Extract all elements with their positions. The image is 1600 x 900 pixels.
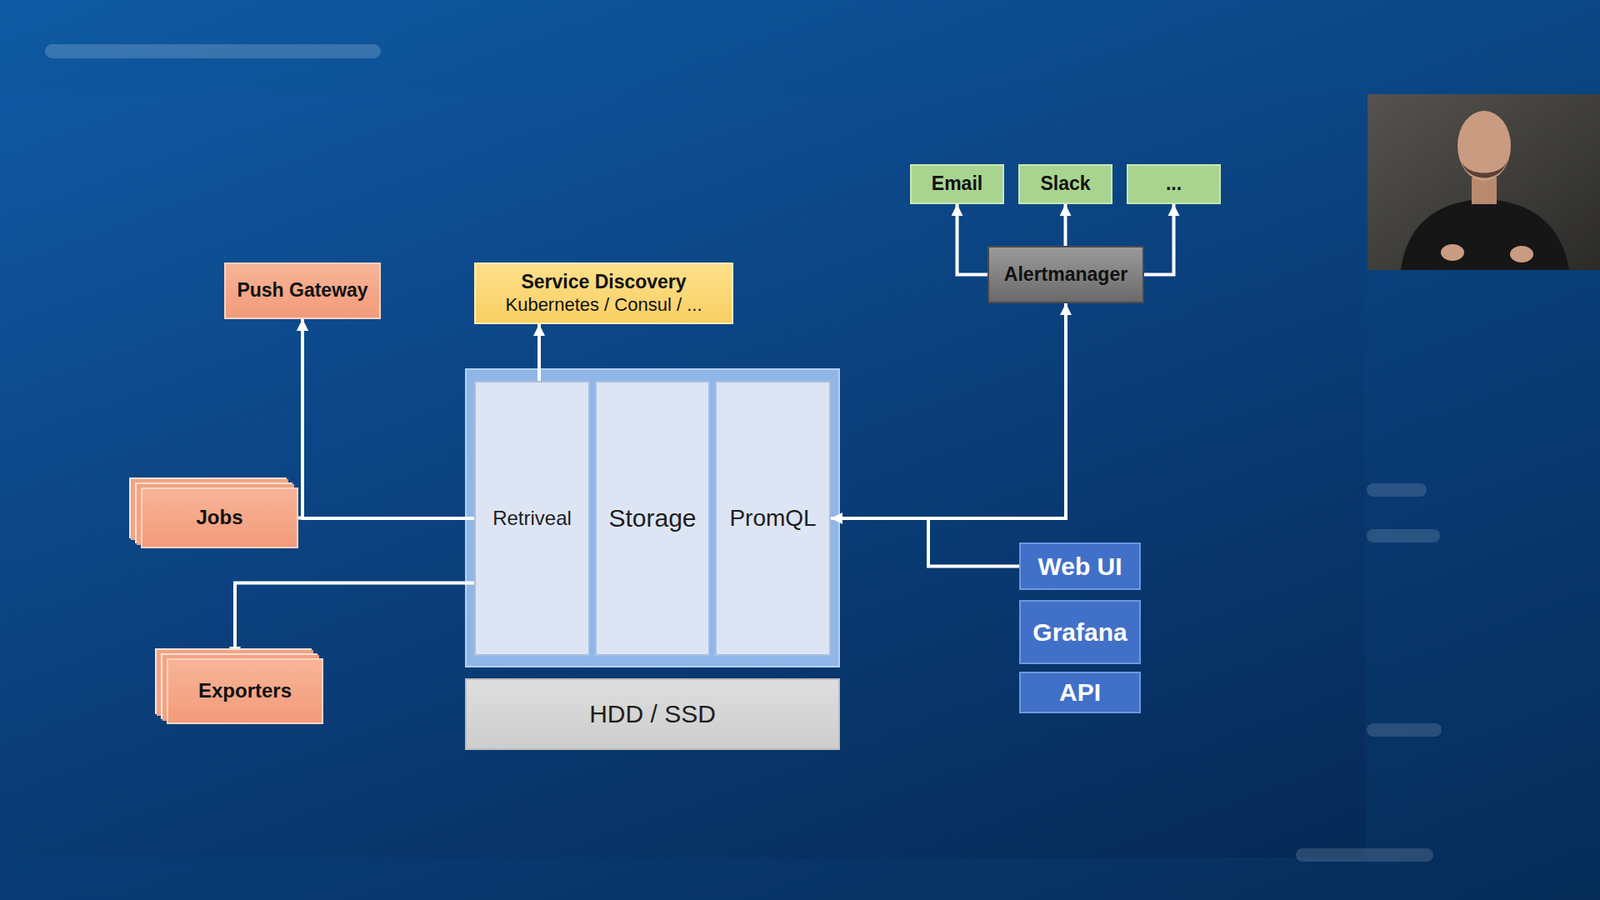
presenter-neck <box>1471 177 1497 205</box>
discovery-box: Service DiscoveryKubernetes / Consul / .… <box>474 262 734 325</box>
target-box: Push Gateway <box>224 262 381 320</box>
notification-box: Email <box>910 164 1005 205</box>
node-label: Kubernetes / Consul / ... <box>505 294 702 316</box>
node-label: API <box>1059 677 1101 708</box>
node-label: HDD / SSD <box>589 699 716 730</box>
node-label: Jobs <box>195 505 243 530</box>
node-label: PromQL <box>729 504 816 533</box>
connector-arrow <box>298 319 303 519</box>
presenter-hand <box>1440 244 1465 261</box>
node-label: Alertmanager <box>1004 263 1128 287</box>
node-label: Service Discovery <box>520 270 686 295</box>
connector-arrow <box>302 319 475 519</box>
alertmanager-box: Alertmanager <box>987 245 1145 304</box>
connector-arrow <box>830 303 1066 519</box>
side-bar <box>1366 723 1442 737</box>
connector-arrow <box>1144 204 1175 275</box>
connector-arrow <box>1064 204 1068 246</box>
presenter-hand <box>1510 245 1534 263</box>
node-label: Email <box>931 172 983 196</box>
client-box: API <box>1019 671 1141 714</box>
node-label: Grafana <box>1032 617 1127 648</box>
node-label: Storage <box>608 503 696 534</box>
target-stack: Exporters <box>166 658 324 725</box>
notification-box: Slack <box>1018 164 1113 205</box>
connector-arrow <box>830 518 1020 567</box>
side-bar <box>1366 483 1427 497</box>
server-part: PromQL <box>715 380 831 656</box>
node-label: ... <box>1165 172 1182 196</box>
title-bar-placeholder <box>45 44 381 59</box>
presenter-beard <box>1460 159 1508 179</box>
node-label: Exporters <box>198 679 292 704</box>
presenter-video <box>1367 94 1600 270</box>
node-label: Slack <box>1040 172 1090 196</box>
server-part: Retriveal <box>474 380 590 656</box>
storage-disk: HDD / SSD <box>465 678 840 750</box>
connector-arrow <box>537 324 541 381</box>
server-part: Storage <box>595 380 710 656</box>
connector-arrow <box>235 583 475 659</box>
side-bar <box>1366 529 1440 543</box>
connector-arrow <box>957 204 989 275</box>
client-box: Web UI <box>1019 542 1141 590</box>
target-stack: Jobs <box>140 487 299 549</box>
node-label: Retriveal <box>492 506 572 531</box>
presenter-body <box>1400 199 1570 270</box>
node-label: Web UI <box>1037 551 1122 582</box>
node-label: Push Gateway <box>236 279 368 303</box>
video-frame <box>1367 94 1600 270</box>
notification-box: ... <box>1126 164 1221 205</box>
presenter-head <box>1457 110 1511 181</box>
side-bar <box>1295 848 1434 862</box>
client-box: Grafana <box>1019 600 1141 665</box>
